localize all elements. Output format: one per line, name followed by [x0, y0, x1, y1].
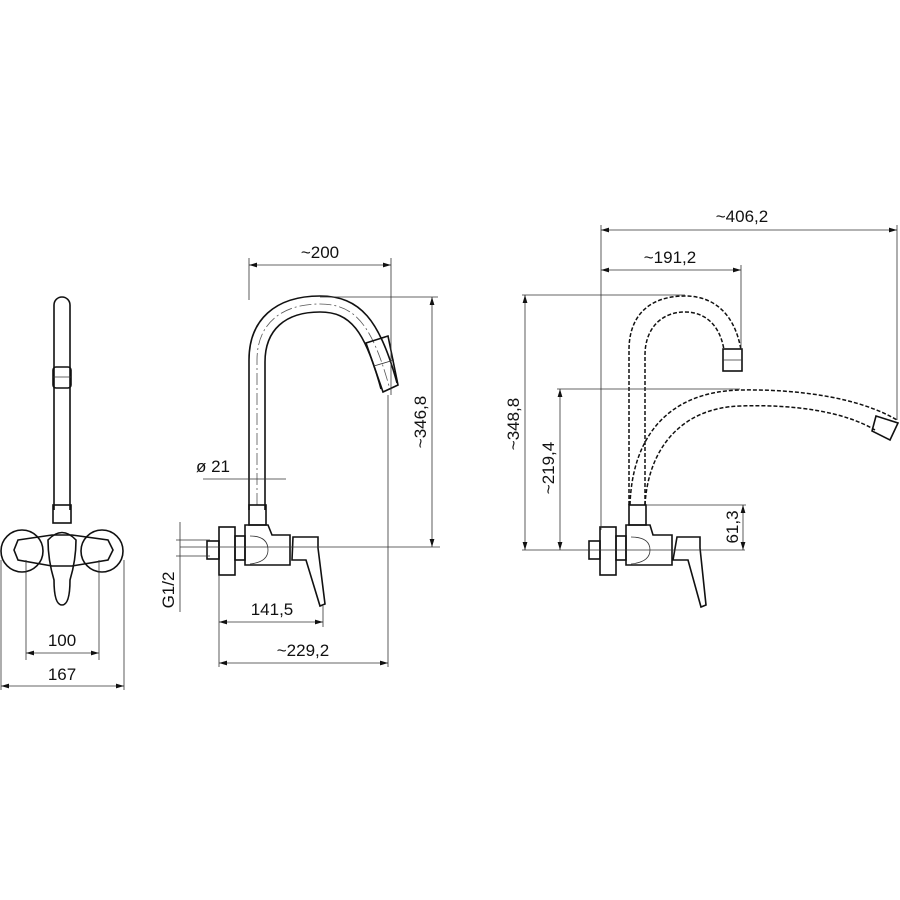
- spout-centerline: [256, 303, 390, 505]
- lever-alt: [672, 536, 707, 609]
- dim-tall-height-label: ~348,8: [504, 398, 523, 450]
- spout-outer: [248, 295, 398, 510]
- dim-width-label: 167: [48, 665, 76, 684]
- dim-holes-label: 100: [48, 631, 76, 650]
- tall-spout-outer: [628, 295, 742, 505]
- valve-body: [244, 524, 291, 566]
- side-view: ~200 ~346,8 ø 21 G1/2 141,5 ~229,2: [159, 243, 440, 667]
- front-view: 100 167: [0, 296, 125, 690]
- wall-plate-alt: [599, 526, 617, 576]
- dim-total-depth-label: ~229,2: [277, 641, 329, 660]
- dim-low-height-label: ~219,4: [539, 442, 558, 494]
- tall-spout-inner: [644, 311, 725, 505]
- dim-height-label: ~346,8: [411, 396, 430, 448]
- long-spout-inner: [644, 404, 876, 506]
- long-spout-nozzle: [871, 414, 900, 442]
- valve-body-alt: [625, 524, 673, 566]
- spout-inner: [264, 311, 382, 510]
- dim-thread-label: G1/2: [159, 572, 178, 609]
- lever-front: [47, 531, 77, 606]
- body-front: [13, 534, 114, 567]
- collar-side: [248, 504, 267, 526]
- escutcheon-left: [0, 529, 44, 573]
- dim-long-reach-label: ~406,2: [716, 207, 768, 226]
- connector-sleeve-alt: [615, 535, 627, 561]
- valve-cartridge-outline: [249, 535, 269, 565]
- spout-tube-front: [53, 296, 71, 510]
- lever-side: [291, 536, 326, 608]
- connector-sleeve: [234, 535, 246, 561]
- spout-ring: [52, 366, 72, 389]
- spout-nozzle: [364, 334, 399, 394]
- dim-short-reach-label: ~191,2: [644, 248, 696, 267]
- dim-lever-depth-label: 141,5: [251, 600, 294, 619]
- long-spout-outer: [629, 389, 898, 506]
- connector-nut: [206, 540, 220, 560]
- wall-plate: [218, 526, 236, 576]
- collar-alt: [628, 504, 647, 526]
- valve-cartridge-outline-alt: [630, 536, 651, 565]
- escutcheon-right: [80, 529, 124, 573]
- dim-reach-label: ~200: [301, 243, 339, 262]
- collar: [52, 504, 72, 524]
- dim-tube-diameter-label: ø 21: [196, 457, 230, 476]
- dim-body-height-label: 61,3: [723, 510, 742, 543]
- alternate-spout-view: ~406,2 ~191,2 ~348,8 ~219,4 61,3: [504, 207, 900, 609]
